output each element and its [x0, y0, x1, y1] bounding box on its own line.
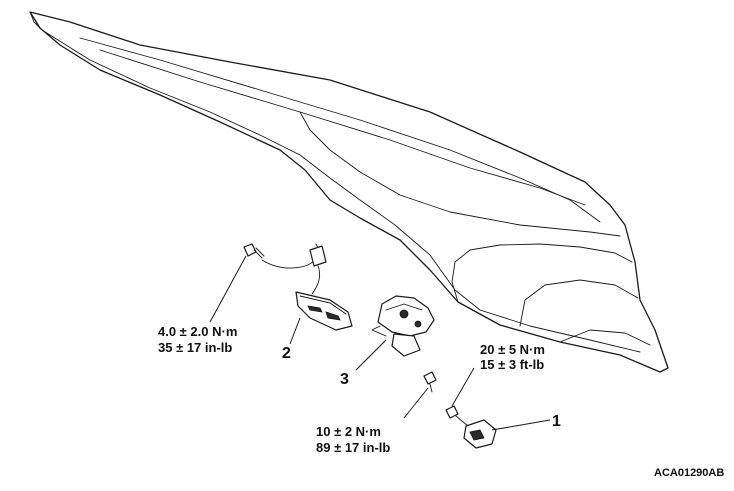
- torque-metric-part-3: 10 ± 2 N·m: [316, 424, 381, 439]
- bolt-part-2: [243, 243, 265, 259]
- torque-metric-part-2: 4.0 ± 2.0 N·m: [158, 324, 237, 339]
- bolt-part-3: [423, 371, 437, 393]
- part-3-latch: [371, 295, 435, 357]
- leader-lines: [209, 255, 551, 431]
- callout-number-3: 3: [340, 371, 349, 388]
- torque-imperial-part-3: 89 ± 17 in-lb: [316, 440, 390, 455]
- trunk-lid-panel: [29, 11, 669, 373]
- callout-number-2: 2: [282, 345, 291, 362]
- part-2-switch: [261, 243, 353, 331]
- callout-number-1: 1: [552, 413, 561, 430]
- figure-code: ACA01290AB: [654, 467, 724, 479]
- part-1-striker: [445, 405, 497, 449]
- torque-imperial-part-2: 35 ± 17 in-lb: [158, 340, 232, 355]
- torque-imperial-part-1: 15 ± 3 ft-lb: [480, 357, 544, 372]
- torque-metric-part-1: 20 ± 5 N·m: [480, 342, 545, 357]
